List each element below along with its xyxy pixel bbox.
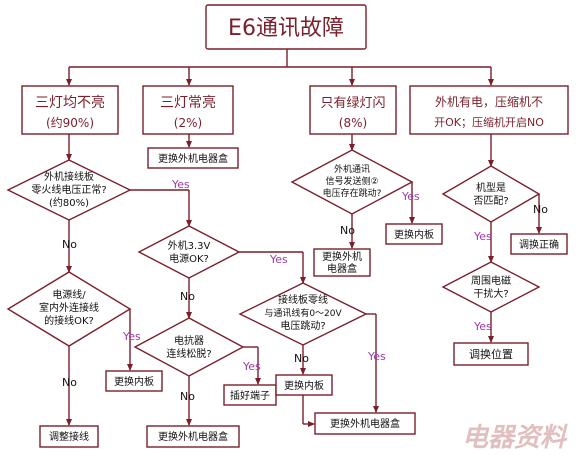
branch-box-all-off: [21, 85, 119, 135]
decision-3v3-power-l2: 电源OK?: [169, 252, 209, 265]
decision-comm-signal-l2: 信号发送侧②: [325, 175, 378, 187]
decision-wiring-l3: 的接线OK?: [44, 314, 94, 327]
decision-reactor-loose-l2: 连线松脱?: [166, 347, 211, 360]
branch-green-flash-label: 只有绿灯闪: [320, 96, 385, 111]
decision-3v3-power: [137, 225, 241, 279]
no-label-d7: No: [533, 203, 548, 216]
decision-model-match: [441, 165, 541, 223]
yes-label-d3: Yes: [269, 253, 288, 266]
decision-comm-signal-l3: 电压存在跳动?: [323, 187, 382, 199]
action-replace-outdoor-ebox-2: 更换外机电器盒: [158, 430, 228, 443]
no-label-d2: No: [62, 376, 77, 389]
diagram-title: E6通讯故障: [228, 16, 344, 41]
action-box-replace-outdoor-ebox-3: [313, 248, 371, 277]
decision-em-interference-l2: 干扰大?: [473, 287, 508, 300]
action-replace-outdoor-ebox-3-l2: 电器盒: [327, 262, 357, 275]
action-box-replace-indoor-board-2: [275, 374, 333, 396]
branch-always-on-label: 三灯常亮: [160, 94, 216, 111]
action-replace-indoor-board-2: 更换内板: [284, 379, 324, 392]
decision-em-interference: [441, 261, 541, 313]
action-box-swap-correct: [510, 233, 568, 255]
action-replace-outdoor-ebox-3-l1: 更换外机: [322, 250, 362, 263]
action-box-relocate: [453, 342, 529, 366]
no-label-d1: No: [62, 238, 77, 251]
action-replace-indoor-board-1: 更换内板: [114, 375, 154, 388]
yes-label-d6: Yes: [401, 190, 420, 203]
branch-box-green-flash: [309, 85, 397, 135]
branch-all-off-label: 三灯均不亮: [35, 94, 105, 111]
decision-comm-voltage-jump-l2: 与通讯线有0～20V: [264, 307, 342, 319]
decision-outdoor-voltage-l2: 零火线电压正常?: [31, 183, 106, 196]
action-adjust-wiring: 调整接线: [49, 430, 89, 443]
decision-reactor-loose: [133, 317, 245, 377]
action-replace-outdoor-ebox-1: 更换外机电器盒: [158, 152, 228, 165]
branch-box-always-on: [142, 85, 234, 135]
action-swap-correct: 调换正确: [519, 238, 559, 251]
action-box-replace-indoor-board-1: [105, 370, 163, 392]
decision-comm-voltage-jump-l3: 电压跳动?: [280, 319, 325, 332]
branch-always-on-pct: (2%): [174, 116, 202, 130]
decision-outdoor-voltage-l1: 外机接线板: [44, 170, 94, 183]
decision-comm-voltage-jump-l1: 接线板零线: [278, 293, 328, 306]
yes-label-d8: Yes: [473, 320, 492, 333]
no-label-d3: No: [180, 290, 195, 303]
branch-outdoor-power-line2: 开OK；压缩机开启NO: [434, 115, 544, 129]
no-label-d4: No: [180, 390, 195, 403]
decision-reactor-loose-l1: 电抗器: [174, 334, 204, 347]
action-relocate: 调换位置: [469, 347, 513, 361]
decision-3v3-power-l1: 外机3.3V: [168, 239, 211, 252]
yes-label-d2: Yes: [122, 330, 141, 343]
action-box-replace-outdoor-ebox-2: [146, 425, 240, 448]
branch-outdoor-power-line1: 外机有电，压缩机不: [435, 94, 543, 109]
watermark: 电器资料: [462, 423, 568, 453]
action-box-adjust-wiring: [39, 425, 99, 448]
decision-model-match-l2: 否匹配?: [473, 195, 508, 207]
decision-model-match-l1: 机型是: [476, 181, 506, 194]
yes-label-d5: Yes: [367, 350, 386, 363]
action-replace-indoor-board-3: 更换内板: [394, 228, 434, 241]
yes-label-d7: Yes: [473, 230, 492, 243]
action-replace-outdoor-ebox-final: 更换外机电器盒: [330, 417, 400, 430]
action-box-replace-outdoor-ebox-final: [314, 412, 416, 435]
no-label-d5: No: [294, 352, 309, 365]
branch-all-off-pct: (约90%): [46, 115, 94, 130]
decision-comm-signal-l1: 外机通讯: [334, 163, 370, 175]
decision-em-interference-l1: 周围电磁: [471, 274, 511, 287]
decision-outdoor-voltage-l3: (约80%): [49, 196, 89, 209]
yes-label-d1: Yes: [171, 178, 190, 191]
branch-box-outdoor-power: [409, 85, 569, 135]
decision-wiring-l1: 电源线/: [52, 288, 86, 301]
no-label-d6: No: [340, 224, 355, 237]
action-plug-terminal: 插好端子: [230, 389, 270, 402]
branch-green-flash-pct: (8%): [339, 116, 367, 130]
decision-wiring-l2: 室内外连接线: [39, 301, 99, 314]
title-box: [205, 4, 367, 50]
action-box-replace-indoor-board-3: [385, 223, 443, 245]
action-box-replace-outdoor-ebox-1: [147, 147, 239, 169]
yes-label-d4: Yes: [242, 360, 261, 373]
